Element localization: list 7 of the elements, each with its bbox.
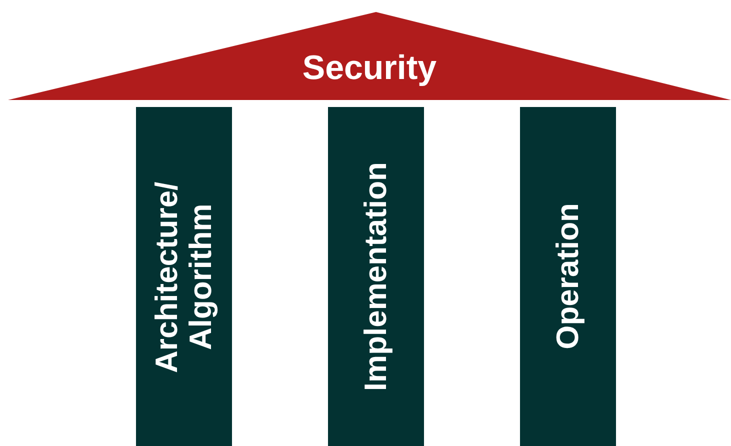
roof-title: Security (302, 49, 437, 88)
pillar (328, 107, 424, 446)
pillar (136, 107, 232, 446)
pillar-label: Architecture/ Algorithm (150, 180, 218, 374)
pillar-label: Operation (550, 203, 586, 350)
pillar (520, 107, 616, 446)
pillar-label: Implementation (358, 162, 394, 392)
